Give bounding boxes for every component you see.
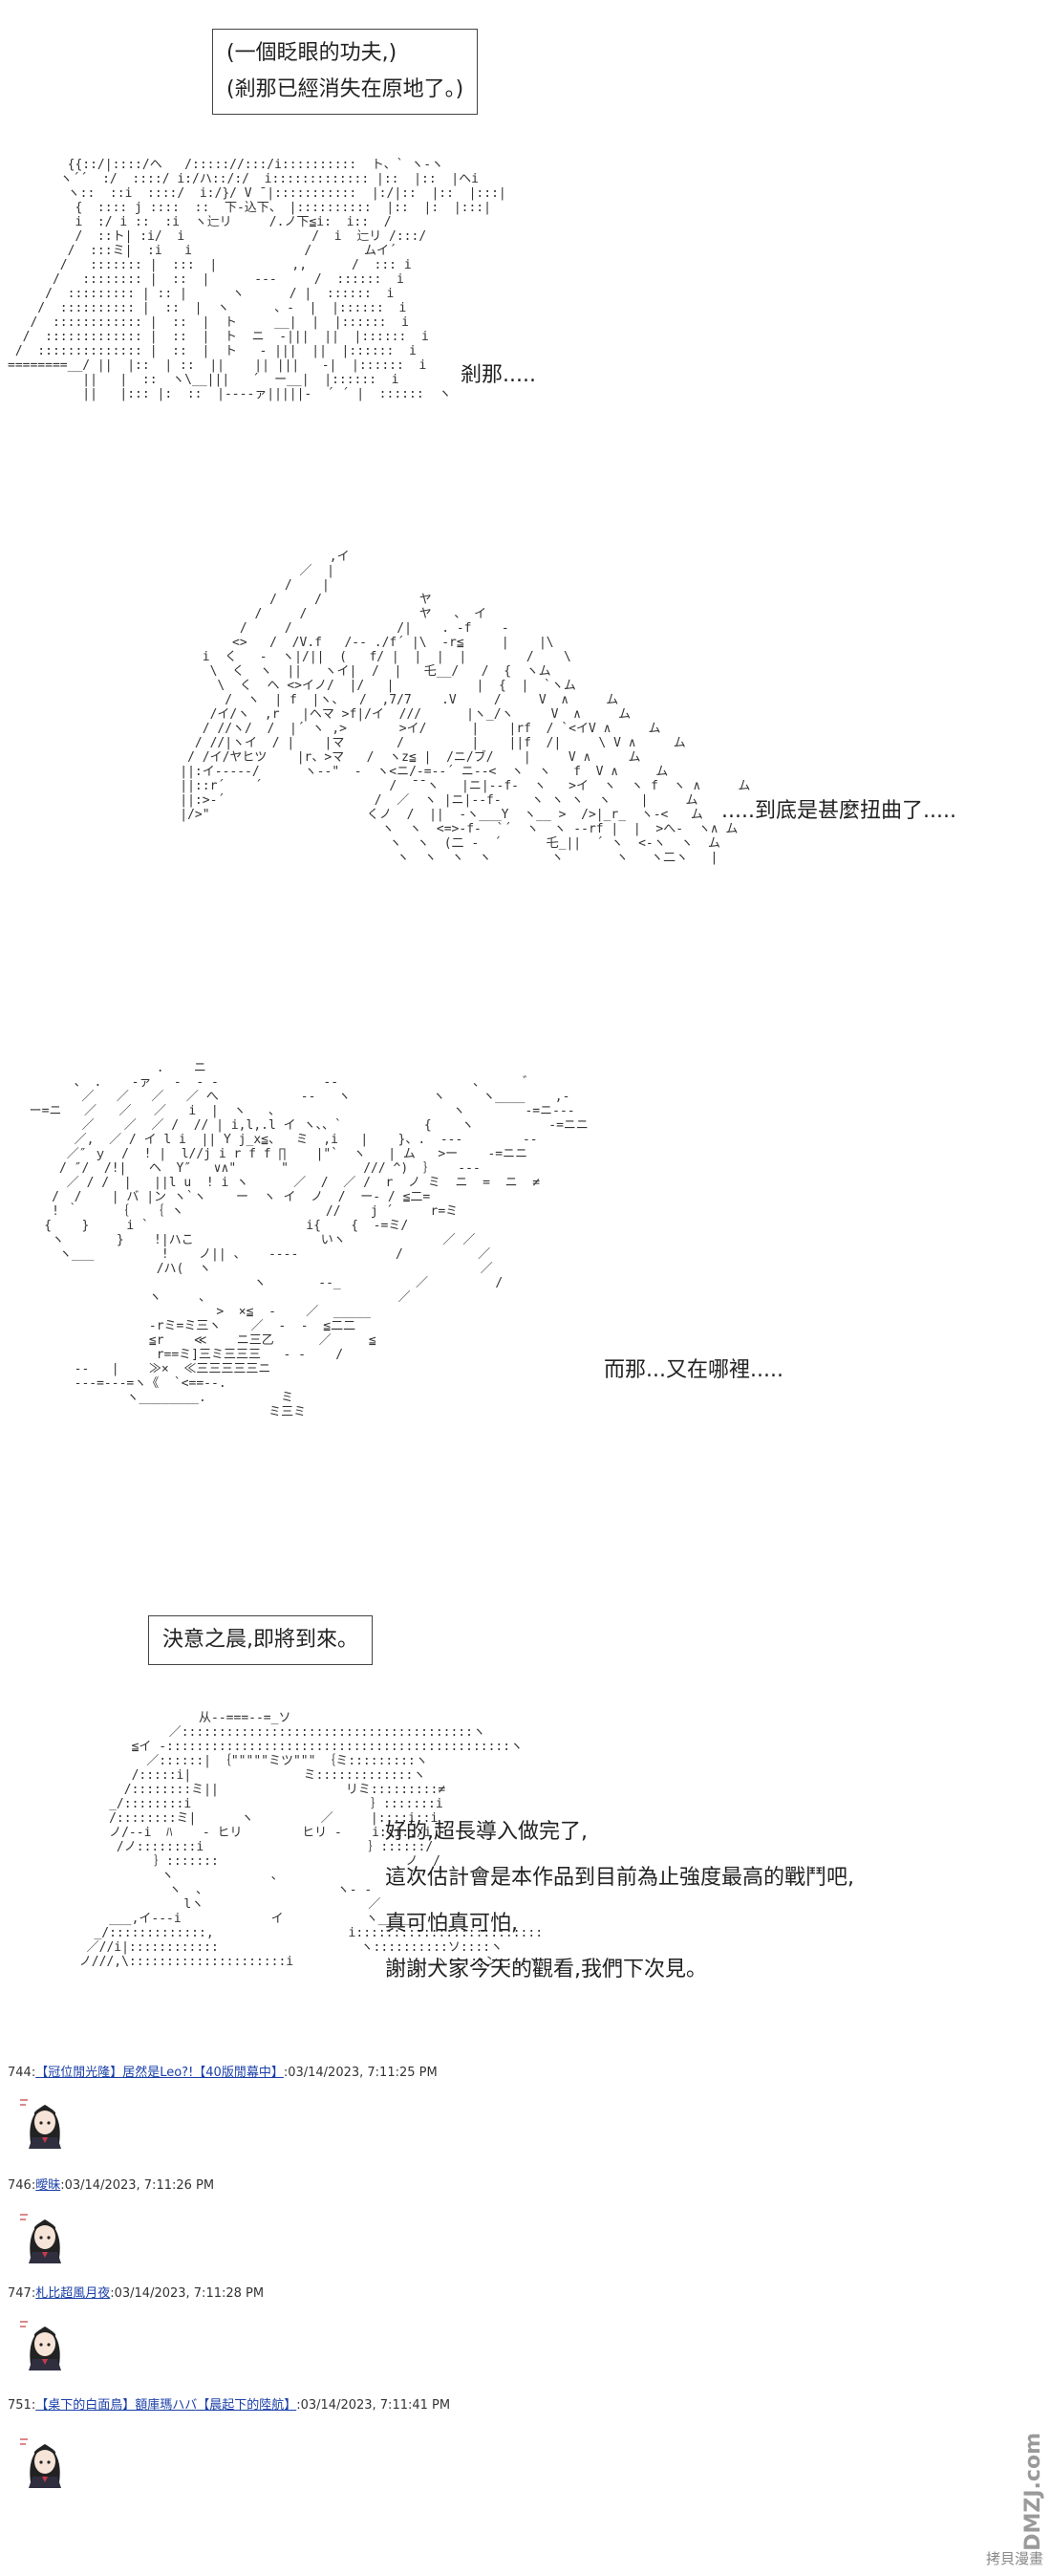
narration-ending-1: 好的,超長導入做完了, (385, 1820, 588, 1844)
comment-author-link[interactable]: 【冠位閒光隆】居然是Leo?!【40版閒幕中】 (35, 2066, 284, 2080)
narration-setsuna: 剎那..... (461, 363, 536, 387)
comment-timestamp: :03/14/2023, 7:11:28 PM (110, 2286, 265, 2301)
footer-mark: 拷貝漫畫 (985, 2550, 1043, 2567)
comment-author-link[interactable]: 札比超風月夜 (35, 2286, 111, 2301)
narration-ending-3: 真可怕真可怕, (385, 1912, 518, 1936)
comment-header: 751:【桌下的白面鳥】額庫瑪ハバ【晨起下的陸航】:03/14/2023, 7:… (8, 2394, 450, 2413)
caption-line: 決意之晨,即將到來。 (162, 1628, 358, 1652)
avatar-girl-icon (17, 2093, 73, 2149)
comment-timestamp: :03/14/2023, 7:11:26 PM (60, 2178, 215, 2193)
comment-number: 746: (8, 2178, 36, 2193)
comment-header: 744:【冠位閒光隆】居然是Leo?!【40版閒幕中】:03/14/2023, … (8, 2062, 438, 2080)
comment-number: 751: (8, 2398, 36, 2413)
caption-line: (剎那已經消失在原地了。) (226, 77, 464, 101)
narration-twisted: .....到底是甚麼扭曲了..... (721, 799, 956, 823)
ascii-art-figure-1: {{::/|::::/ヘ /::::://:::/i:::::::::: ト、`… (8, 158, 506, 401)
caption-box-dawn: 決意之晨,即將到來。 (148, 1615, 373, 1665)
comment-author-link[interactable]: 曖昧 (35, 2178, 61, 2193)
ascii-art-figure-3: . ニ 、 . -ァ ‐ ‐ ‐ ‐‐ 、 ゛ ／ ／ ／ ／ へ ‐‐ ヽ ヽ… (29, 1061, 589, 1419)
caption-box-top: (一個眨眼的功夫,) (剎那已經消失在原地了。) (212, 29, 479, 115)
watermark-logo: DMZJ.com (1021, 2433, 1045, 2551)
caption-line: (一個眨眼的功夫,) (226, 41, 397, 65)
comment-number: 744: (8, 2066, 36, 2080)
avatar-girl-icon (17, 2208, 73, 2263)
comment-author-link[interactable]: 【桌下的白面鳥】額庫瑪ハバ【晨起下的陸航】 (35, 2398, 297, 2413)
comment-timestamp: :03/14/2023, 7:11:25 PM (283, 2066, 438, 2080)
comment-number: 747: (8, 2286, 36, 2301)
comment-timestamp: :03/14/2023, 7:11:41 PM (296, 2398, 451, 2413)
comment-header: 747:札比超風月夜:03/14/2023, 7:11:28 PM (8, 2283, 264, 2301)
avatar-girl-icon (17, 2433, 73, 2488)
comment-header: 746:曖昧:03/14/2023, 7:11:26 PM (8, 2175, 214, 2193)
narration-ending-2: 這次估計會是本作品到目前為止強度最高的戰鬥吧, (385, 1866, 854, 1890)
narration-where: 而那...又在哪裡..... (604, 1358, 783, 1382)
ascii-art-figure-4: 从‐‐===‐‐=_ソ ／:::::::::::::::::::::::::::… (78, 1711, 544, 1969)
narration-ending-4: 謝謝大家今天的觀看,我們下次見。 (385, 1958, 707, 1981)
avatar-girl-icon (17, 2315, 73, 2370)
ascii-art-figure-2: ,イ ／ | / | / / ヤ / / ヤ 、 イ / / /| (180, 550, 751, 865)
